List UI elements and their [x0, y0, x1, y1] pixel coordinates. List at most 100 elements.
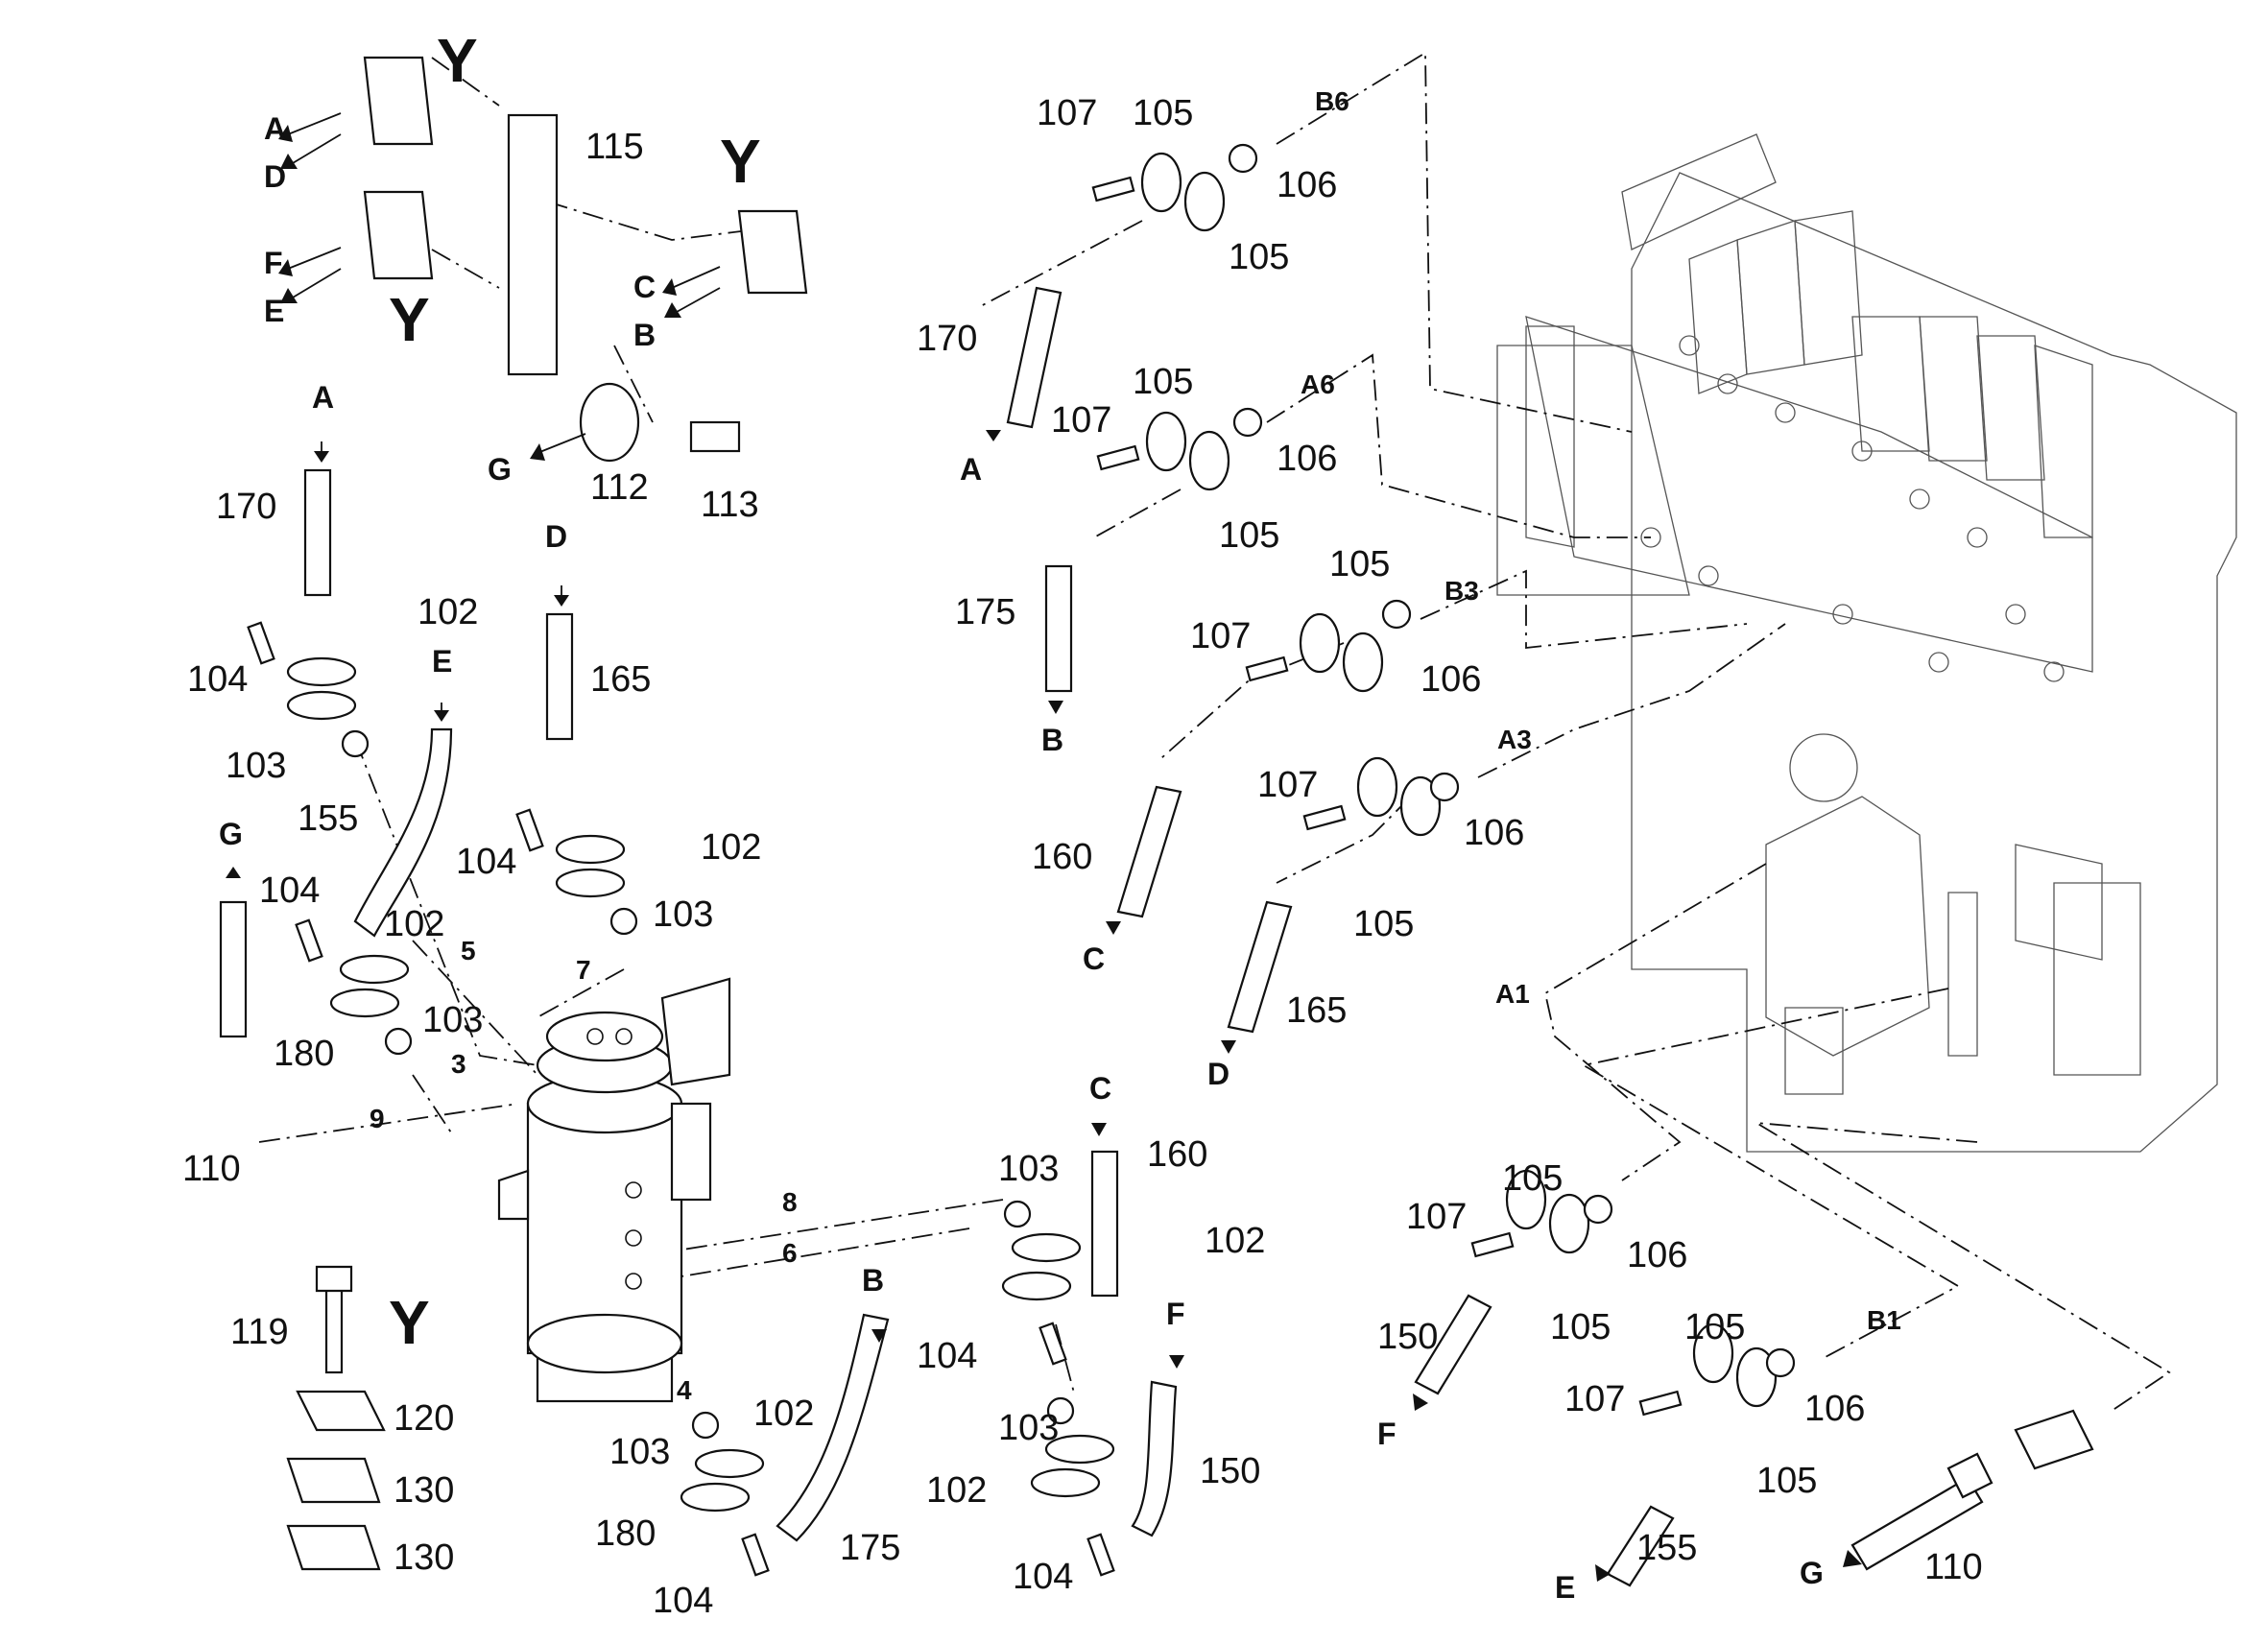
label-104-4: 104 — [917, 1336, 977, 1376]
label-107-1: 107 — [1037, 93, 1097, 133]
label-y-1: Y — [437, 26, 478, 95]
label-130-1: 130 — [394, 1470, 454, 1511]
label-e-2: E — [432, 644, 452, 679]
label-113: 113 — [701, 485, 759, 525]
label-170-2: 170 — [917, 319, 977, 359]
label-103-5: 103 — [998, 1408, 1059, 1448]
label-150-1: 150 — [1200, 1451, 1260, 1491]
label-106-1: 106 — [1277, 165, 1337, 205]
label-e-3: E — [1555, 1570, 1575, 1605]
label-180-1: 180 — [274, 1034, 334, 1074]
label-n3: 3 — [451, 1049, 466, 1079]
label-g-1: G — [488, 452, 512, 487]
label-106-5: 106 — [1627, 1235, 1687, 1275]
label-b-3: B — [862, 1263, 884, 1298]
label-a3: A3 — [1497, 725, 1532, 754]
label-103-6: 103 — [609, 1432, 670, 1472]
label-y-2: Y — [720, 127, 761, 196]
label-110-1: 110 — [182, 1149, 241, 1189]
label-n7: 7 — [576, 955, 591, 985]
label-155-2: 155 — [1636, 1528, 1697, 1568]
label-103-2: 103 — [653, 894, 713, 935]
label-105-4: 105 — [1219, 515, 1279, 556]
label-n4: 4 — [677, 1375, 692, 1405]
flow-arrows — [226, 112, 1862, 1582]
label-a-1: A — [264, 111, 286, 146]
label-a-3: A — [960, 452, 982, 487]
label-105-2: 105 — [1229, 237, 1289, 277]
label-e-1: E — [264, 294, 284, 328]
label-d-2: D — [545, 519, 567, 554]
label-105-3: 105 — [1133, 362, 1193, 402]
label-105-6: 105 — [1353, 904, 1414, 944]
label-b-2: B — [1041, 723, 1063, 757]
label-d-3: D — [1207, 1057, 1229, 1091]
label-107-6: 107 — [1564, 1379, 1625, 1419]
label-n5: 5 — [461, 936, 476, 965]
label-105-7: 105 — [1502, 1158, 1563, 1199]
label-102-3: 102 — [384, 904, 444, 944]
label-b1: B1 — [1867, 1305, 1901, 1335]
label-105-5: 105 — [1329, 544, 1390, 584]
label-160-1: 160 — [1032, 837, 1092, 877]
label-107-2: 107 — [1051, 400, 1111, 441]
label-n9: 9 — [370, 1104, 385, 1133]
hoses — [219, 286, 1984, 1587]
label-103-3: 103 — [422, 1000, 483, 1040]
label-160-2: 160 — [1147, 1134, 1207, 1175]
label-102-5: 102 — [753, 1394, 814, 1434]
label-150-2: 150 — [1377, 1317, 1438, 1357]
label-105-1: 105 — [1133, 93, 1193, 133]
label-175-2: 175 — [840, 1528, 900, 1568]
label-104-2: 104 — [456, 842, 516, 882]
label-105-10: 105 — [1756, 1461, 1817, 1501]
label-c-2: C — [1083, 941, 1105, 976]
valve-block-assembly — [1496, 133, 2237, 1153]
label-a-2: A — [312, 380, 334, 415]
label-y-4: Y — [389, 1288, 430, 1357]
label-f-1: F — [264, 246, 283, 280]
label-106-4: 106 — [1464, 813, 1524, 853]
label-g-3: G — [1800, 1556, 1824, 1590]
label-106-2: 106 — [1277, 439, 1337, 479]
label-g-2: G — [219, 817, 243, 851]
label-104-6: 104 — [1013, 1557, 1073, 1597]
label-f-2: F — [1166, 1297, 1185, 1331]
label-n8: 8 — [782, 1187, 798, 1217]
label-107-5: 107 — [1406, 1197, 1467, 1237]
label-c-3: C — [1089, 1071, 1111, 1106]
label-d-1: D — [264, 159, 286, 194]
label-105-9: 105 — [1684, 1307, 1745, 1347]
label-102-4: 102 — [1205, 1221, 1265, 1261]
label-102-6: 102 — [926, 1470, 987, 1511]
labels: Y Y Y Y A D F E C B G A D E G A B C D C … — [182, 26, 1983, 1621]
label-102-1: 102 — [418, 592, 478, 632]
label-b6: B6 — [1315, 86, 1349, 116]
label-106-3: 106 — [1420, 659, 1481, 700]
label-a1: A1 — [1495, 979, 1530, 1009]
label-175-1: 175 — [955, 592, 1015, 632]
label-115: 115 — [585, 127, 644, 167]
label-180-2: 180 — [595, 1513, 656, 1554]
label-103-4: 103 — [998, 1149, 1059, 1189]
label-104-3: 104 — [259, 870, 320, 911]
label-105-8: 105 — [1550, 1307, 1611, 1347]
label-a6: A6 — [1301, 369, 1335, 399]
label-b3: B3 — [1444, 576, 1479, 606]
label-104-5: 104 — [653, 1581, 713, 1621]
label-b-1: B — [633, 318, 656, 352]
label-f-3: F — [1377, 1417, 1397, 1451]
label-n6: 6 — [782, 1238, 798, 1268]
label-106-6: 106 — [1804, 1389, 1865, 1429]
label-130-2: 130 — [394, 1537, 454, 1578]
label-110-2: 110 — [1924, 1547, 1983, 1587]
label-170-1: 170 — [216, 487, 276, 527]
label-165-2: 165 — [1286, 990, 1347, 1031]
small-parts — [247, 56, 2094, 1577]
label-y-3: Y — [389, 285, 430, 354]
label-165-1: 165 — [590, 659, 651, 700]
label-107-3: 107 — [1190, 616, 1251, 656]
swivel-joint — [497, 977, 731, 1403]
label-120: 120 — [394, 1398, 454, 1439]
